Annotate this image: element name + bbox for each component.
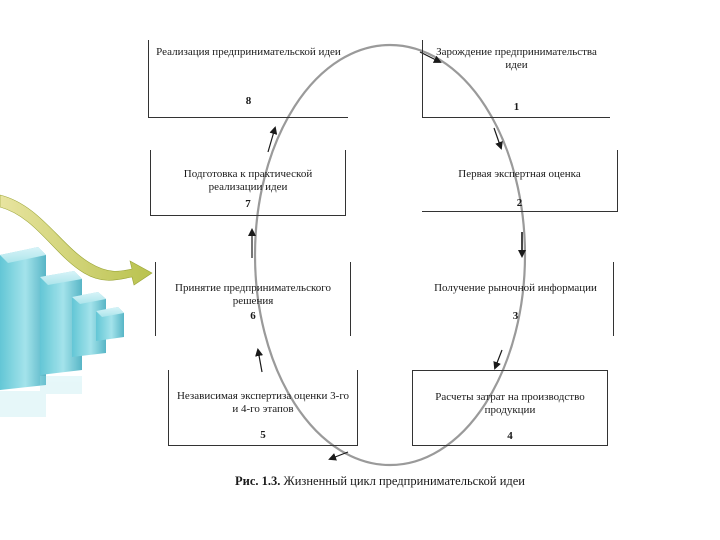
stage-number: 8: [245, 95, 252, 107]
stage-number: 4: [507, 430, 513, 442]
stage-label: Реализация предпринимательской идеи: [156, 46, 341, 58]
stage-box-5: Независимая экспертиза оценки 3-го и 4-г…: [168, 370, 358, 446]
stage-number: 1: [513, 101, 520, 113]
bar-chart-decoration-icon: [0, 194, 153, 417]
stage-box-3: Получение рыночной информации 3: [418, 262, 614, 336]
stage-number: 5: [260, 429, 266, 441]
stage-label: Зарождение предпринимательства идеи: [436, 46, 597, 71]
figure-caption: Рис. 1.3. Жизненный цикл предприниматель…: [170, 474, 590, 489]
stage-box-1: Зарождение предпринимательства идеи 1: [422, 40, 610, 118]
stage-label: Первая экспертная оценка: [458, 168, 581, 180]
cycle-arrow-icon: [248, 51, 526, 461]
stage-box-7: Подготовка к практической реализации иде…: [150, 150, 346, 216]
stage-label: Подготовка к практической реализации иде…: [183, 168, 313, 193]
stage-box-2: Первая экспертная оценка 2: [422, 150, 618, 212]
stage-label: Получение рыночной информации: [434, 282, 597, 294]
stage-number: 3: [512, 310, 519, 322]
stage-number: 2: [516, 197, 523, 209]
stage-label: Расчеты затрат на производство продукции: [435, 391, 585, 416]
stage-label: Принятие предпринимательского решения: [175, 282, 331, 307]
caption-prefix: Рис. 1.3.: [234, 474, 281, 488]
stage-box-4: Расчеты затрат на производство продукции…: [412, 370, 608, 446]
stage-number: 6: [250, 310, 256, 322]
stage-label: Независимая экспертиза оценки 3-го и 4-г…: [176, 390, 350, 415]
caption-text: Жизненный цикл предпринимательской идеи: [283, 474, 526, 488]
stage-box-6: Принятие предпринимательского решения 6: [155, 262, 351, 336]
stage-box-8: Реализация предпринимательской идеи 8: [148, 40, 348, 118]
stage-number: 7: [245, 198, 251, 210]
